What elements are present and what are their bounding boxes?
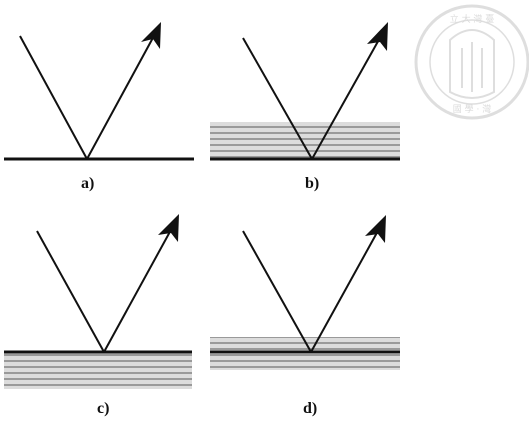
- panel-d-layer-below: [210, 354, 400, 370]
- panel-a-arrowhead-icon: [141, 22, 161, 49]
- panel-c-label: c): [97, 400, 109, 417]
- seal-text-bottom: 國 學 · 灣: [453, 103, 491, 115]
- panel-d-incident-ray: [242, 230, 312, 353]
- panel-d-arrowhead-icon: [365, 215, 386, 243]
- panel-c-layer: [4, 353, 192, 389]
- panel-c: c): [4, 214, 192, 417]
- panel-b-incident-ray: [242, 37, 313, 160]
- seal-text-top: 立 大 灣 臺: [450, 13, 495, 25]
- panel-c-incident-ray: [36, 230, 105, 353]
- panel-d: d): [210, 215, 400, 417]
- panel-d-layer-above: [210, 337, 400, 351]
- panel-d-reflected-ray: [310, 228, 380, 353]
- panel-a-incident-ray: [19, 35, 88, 160]
- panel-a-reflected-ray: [86, 33, 156, 160]
- panel-b: b): [210, 22, 400, 192]
- panel-b-arrowhead-icon: [367, 22, 388, 51]
- panel-b-reflected-ray: [311, 35, 382, 160]
- watermark-seal: 立 大 灣 臺 國 學 · 灣: [414, 4, 529, 120]
- panel-c-reflected-ray: [103, 227, 173, 353]
- panel-a-label: a): [81, 175, 94, 192]
- panel-d-label: d): [303, 400, 317, 417]
- panel-b-label: b): [305, 175, 319, 192]
- panel-c-arrowhead-icon: [158, 214, 179, 242]
- panel-b-layer: [210, 122, 400, 158]
- panel-a: a): [4, 22, 194, 192]
